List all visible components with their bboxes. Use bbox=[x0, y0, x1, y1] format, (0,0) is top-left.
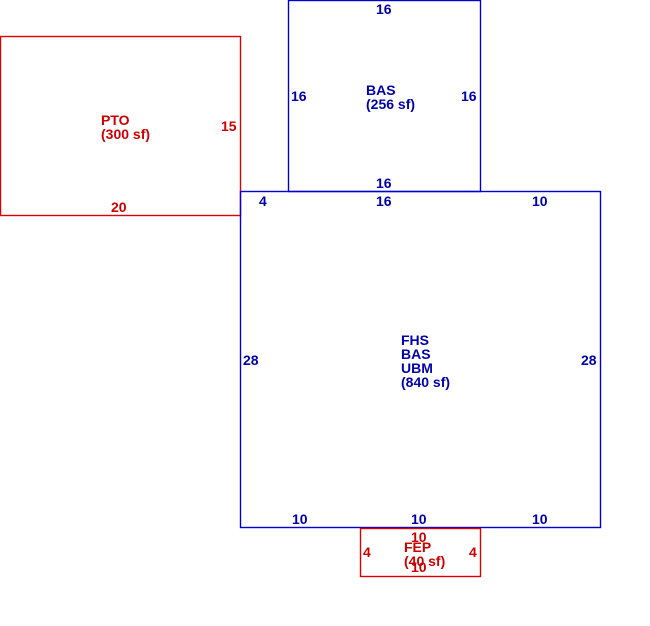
pto-outline bbox=[0, 35, 242, 217]
bas-top-label-name: BAS bbox=[366, 82, 396, 98]
bas-top-dim-top: 16 bbox=[376, 1, 392, 17]
fep-dim-right: 4 bbox=[469, 544, 477, 560]
main-outline bbox=[239, 190, 602, 529]
pto-dim-right: 15 bbox=[221, 118, 237, 134]
bas-top-dim-right: 16 bbox=[461, 88, 477, 104]
main-dim-top-left: 4 bbox=[259, 193, 267, 209]
main-dim-top-mid: 16 bbox=[376, 193, 392, 209]
main-label-line-1: FHS bbox=[401, 332, 429, 348]
main-dim-top-right: 10 bbox=[532, 193, 548, 209]
pto-dim-bottom: 20 bbox=[111, 199, 127, 215]
bas-top-label-area: (256 sf) bbox=[366, 96, 415, 112]
main-dim-left: 28 bbox=[243, 352, 259, 368]
pto-label-name: PTO bbox=[101, 112, 130, 128]
fep-dim-top: 10 bbox=[411, 529, 427, 545]
main-label-line-2: BAS bbox=[401, 346, 431, 362]
main-dim-bottom-right: 10 bbox=[532, 511, 548, 527]
fep-dim-bottom: 10 bbox=[411, 559, 427, 575]
main-label-area: (840 sf) bbox=[401, 374, 450, 390]
main-dim-bottom-left: 10 bbox=[292, 511, 308, 527]
main-dim-right: 28 bbox=[581, 352, 597, 368]
fep-label-area: (40 sf) bbox=[404, 553, 445, 569]
main-dim-bottom-mid: 10 bbox=[411, 511, 427, 527]
fep-outline bbox=[359, 527, 482, 578]
fep-label-name: FEP bbox=[404, 539, 431, 555]
bas-top-dim-bottom: 16 bbox=[376, 175, 392, 191]
fep-dim-left: 4 bbox=[363, 544, 371, 560]
main-label-line-3: UBM bbox=[401, 360, 433, 376]
pto-label-area: (300 sf) bbox=[101, 126, 150, 142]
bas-top-dim-left: 16 bbox=[291, 88, 307, 104]
